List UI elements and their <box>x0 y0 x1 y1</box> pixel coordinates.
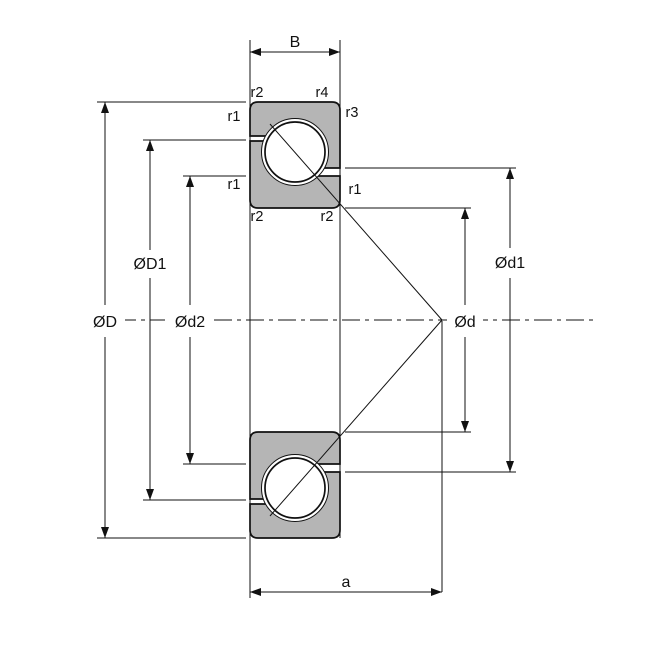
label-r4-top-right: r4 <box>316 85 329 101</box>
arrow-Od2-bottom <box>186 453 194 464</box>
label-r1-inner-right: r1 <box>349 182 362 198</box>
label-r1-outer-left: r1 <box>228 109 241 125</box>
arrow-OD1-top <box>146 140 154 151</box>
label-a: a <box>342 574 351 591</box>
arrow-OD-top <box>101 102 109 113</box>
label-Od: Ød <box>454 314 475 331</box>
bg-Od2-label <box>165 310 214 331</box>
contact-angle-lines <box>269 123 443 517</box>
arrow-OD-bottom <box>101 527 109 538</box>
label-backgrounds <box>85 310 483 331</box>
arrow-Od2-top <box>186 176 194 187</box>
radius-labels: r2 r4 r1 r3 r1 r1 r2 r2 <box>228 85 362 225</box>
arrow-B-right <box>329 48 340 56</box>
arrow-Od-top <box>461 208 469 219</box>
arrow-B-left <box>250 48 261 56</box>
dimension-labels: B ØD ØD1 Ød2 Ød Ød1 a <box>93 34 525 591</box>
label-r2-bottom-right: r2 <box>321 209 334 225</box>
label-Od2: Ød2 <box>175 314 205 331</box>
label-r3-outer-right: r3 <box>346 105 359 121</box>
arrow-Od-bottom <box>461 421 469 432</box>
label-r1-inner-left: r1 <box>228 177 241 193</box>
label-Od1: Ød1 <box>495 255 525 272</box>
section-bottom <box>249 431 341 539</box>
arrow-a-right <box>431 588 442 596</box>
arrow-OD1-bottom <box>146 489 154 500</box>
bg-OD-label <box>85 310 125 331</box>
extension-lines <box>97 101 516 539</box>
arrow-Od1-bottom <box>506 461 514 472</box>
label-r2-bottom-left: r2 <box>251 209 264 225</box>
label-OD1: ØD1 <box>134 256 167 273</box>
arrow-Od1-top <box>506 168 514 179</box>
dimension-lines <box>101 48 514 596</box>
section-top <box>249 101 341 209</box>
label-r2-top-left: r2 <box>251 85 264 101</box>
arrow-a-left <box>250 588 261 596</box>
label-B: B <box>290 34 301 51</box>
bg-Od-label <box>447 310 483 331</box>
contact-line-bottom <box>269 319 443 517</box>
contact-line-top <box>269 123 443 321</box>
label-OD: ØD <box>93 314 117 331</box>
